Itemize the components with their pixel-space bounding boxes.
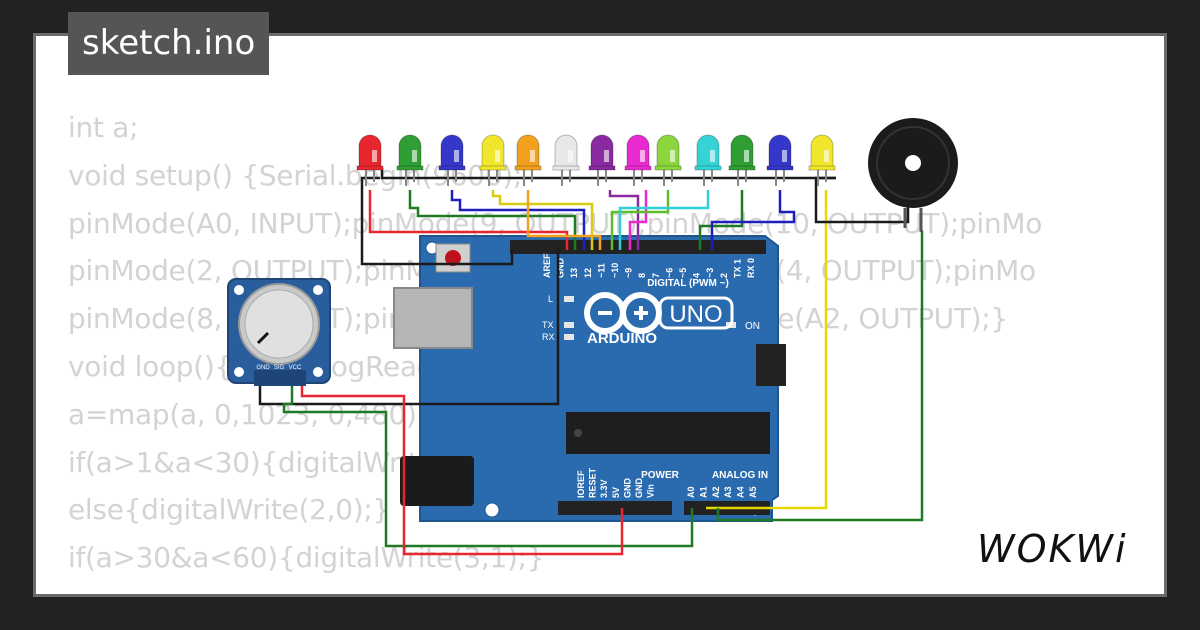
led[interactable] [766,134,794,186]
pin-label: 7 [651,273,661,278]
pin-label: ~11 [596,263,606,278]
potentiometer[interactable]: GND SIG VCC [227,278,331,386]
knob-pointer [256,331,270,345]
led[interactable] [624,134,652,186]
pin-label: TX 1 [732,259,742,278]
on-label: ON [745,321,760,332]
arduino-logo-icon [584,292,662,334]
pin-label: 8 [637,273,647,278]
power-jack [400,456,474,506]
board-model: UNO [669,301,722,328]
code-line: else{digitalWrite(3,0);} [68,582,1042,594]
pot-pin-label: GND [256,365,270,371]
led[interactable] [438,134,466,186]
pin-label: 4 [692,273,702,278]
pin-label: ~5 [678,268,688,278]
usb-connector [393,287,473,349]
pin-label: 2 [719,273,729,278]
file-name-tag[interactable]: sketch.ino [68,12,270,75]
pin-label: GND [634,478,644,499]
power-header [558,501,672,515]
pin-label: 3.3V [599,479,609,498]
power-label: POWER [641,470,680,481]
code-line: int a; [68,111,139,144]
board-brand: ARDUINO [587,330,657,347]
microcontroller-chip [566,412,770,454]
pin-label: ~6 [664,268,674,278]
pin-label: 13 [569,268,579,278]
pin-label: GND [622,478,632,499]
pin-label: A4 [736,486,746,498]
pin-label: IOREF [576,470,586,498]
pin-label: RX 0 [746,258,756,278]
led[interactable] [356,134,384,186]
icsp-header [756,344,786,386]
wokwi-logo: WOKWi [977,527,1128,571]
led[interactable] [694,134,722,186]
code-line: void setup() {Serial.begin(9600); [68,158,523,192]
pot-pin-label: VCC [289,365,302,371]
analog-label: ANALOG IN [712,470,768,481]
led[interactable] [728,134,756,186]
led[interactable] [479,134,507,186]
pin-label: A2 [711,486,721,498]
pin-label: RESET [588,467,598,498]
pin-label: 5V [611,487,621,498]
arduino-uno-board[interactable]: UNO ARDUINO DIGITAL (PWM ~) ON L TX RX P… [393,235,786,522]
l-label: L [548,294,553,304]
buzzer[interactable] [868,118,958,232]
led[interactable] [514,134,542,186]
pin-label: GND [556,258,566,279]
pin-label: ~9 [624,268,634,278]
wokwi-logo-text: WOKWi [977,527,1128,571]
pot-pin-label: SIG [274,365,285,371]
wires [258,168,924,556]
led[interactable] [808,134,836,186]
pin-label: ~3 [705,268,715,278]
rx-label: RX [542,332,555,342]
tx-label: TX [542,320,554,330]
reset-button[interactable] [435,243,471,273]
led-row [356,134,836,186]
pin-label: 12 [583,268,593,278]
code-line: else{digitalWrite(2,0);} [68,493,391,527]
pin-label: Vin [646,484,656,498]
pin-label: AREF [542,253,552,278]
pin-label: A1 [698,486,708,498]
pin-label: A3 [723,486,733,498]
led[interactable] [396,134,424,186]
pin-label: ~10 [610,263,620,278]
pin-label: A0 [686,486,696,498]
led[interactable] [654,134,682,186]
led[interactable] [552,134,580,186]
pin-label: A5 [748,486,758,498]
led[interactable] [588,134,616,186]
digital-label: DIGITAL (PWM ~) [647,278,729,289]
